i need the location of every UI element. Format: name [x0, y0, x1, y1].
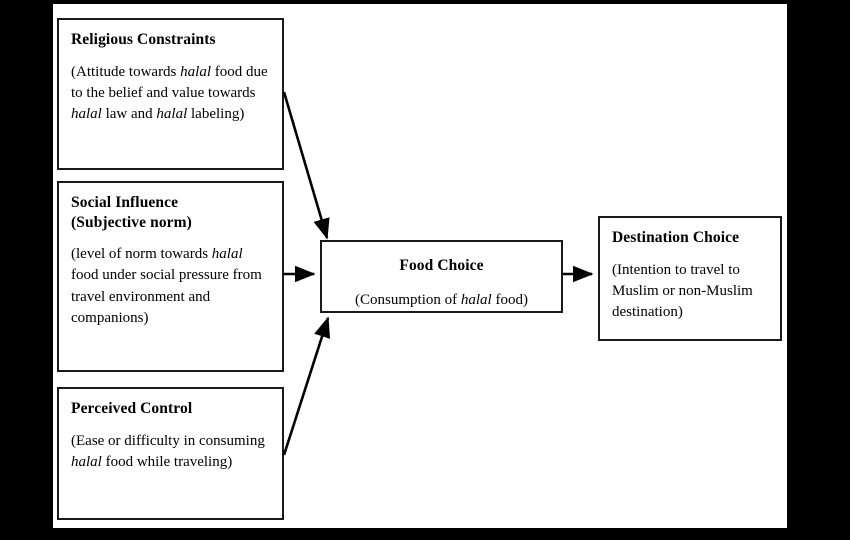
diagram-canvas: Religious Constraints (Attitude towards … — [53, 4, 787, 528]
node-food-choice: Food Choice (Consumption of halal food) — [320, 240, 563, 313]
node-social-influence-title-line2: (Subjective norm) — [71, 213, 192, 231]
node-social-influence-title-line1: Social Influence — [71, 194, 179, 211]
node-religious-constraints-description: (Attitude towards halal food due to the … — [71, 63, 268, 123]
node-perceived-control: Perceived Control (Ease or difficulty in… — [57, 387, 284, 520]
node-destination-choice-content: Destination Choice (Intention to travel … — [600, 218, 780, 332]
edge-perceived-to-food — [282, 316, 331, 456]
node-social-influence-description: (level of norm towards halal food under … — [71, 246, 262, 327]
node-social-influence-content: Social Influence (Subjective norm) (leve… — [59, 183, 282, 338]
node-perceived-control-content: Perceived Control (Ease or difficulty in… — [59, 389, 282, 481]
node-perceived-control-description: (Ease or difficulty in consuming halal f… — [71, 432, 265, 470]
node-perceived-control-title: Perceived Control — [71, 400, 193, 417]
node-destination-choice: Destination Choice (Intention to travel … — [598, 216, 782, 341]
node-food-choice-description: (Consumption of halal food) — [355, 291, 528, 308]
node-destination-choice-title: Destination Choice — [612, 229, 740, 246]
node-religious-constraints-title: Religious Constraints — [71, 31, 216, 48]
node-food-choice-content: Food Choice (Consumption of halal food) — [322, 256, 561, 311]
node-food-choice-title: Food Choice — [399, 257, 484, 274]
node-social-influence-title: Social Influence (Subjective norm) — [71, 193, 270, 232]
node-religious-constraints-content: Religious Constraints (Attitude towards … — [59, 20, 282, 134]
node-destination-choice-description: (Intention to travel to Muslim or non-Mu… — [612, 261, 753, 321]
node-social-influence: Social Influence (Subjective norm) (leve… — [57, 181, 284, 372]
edge-religious-to-food — [282, 91, 330, 240]
node-religious-constraints: Religious Constraints (Attitude towards … — [57, 18, 284, 170]
